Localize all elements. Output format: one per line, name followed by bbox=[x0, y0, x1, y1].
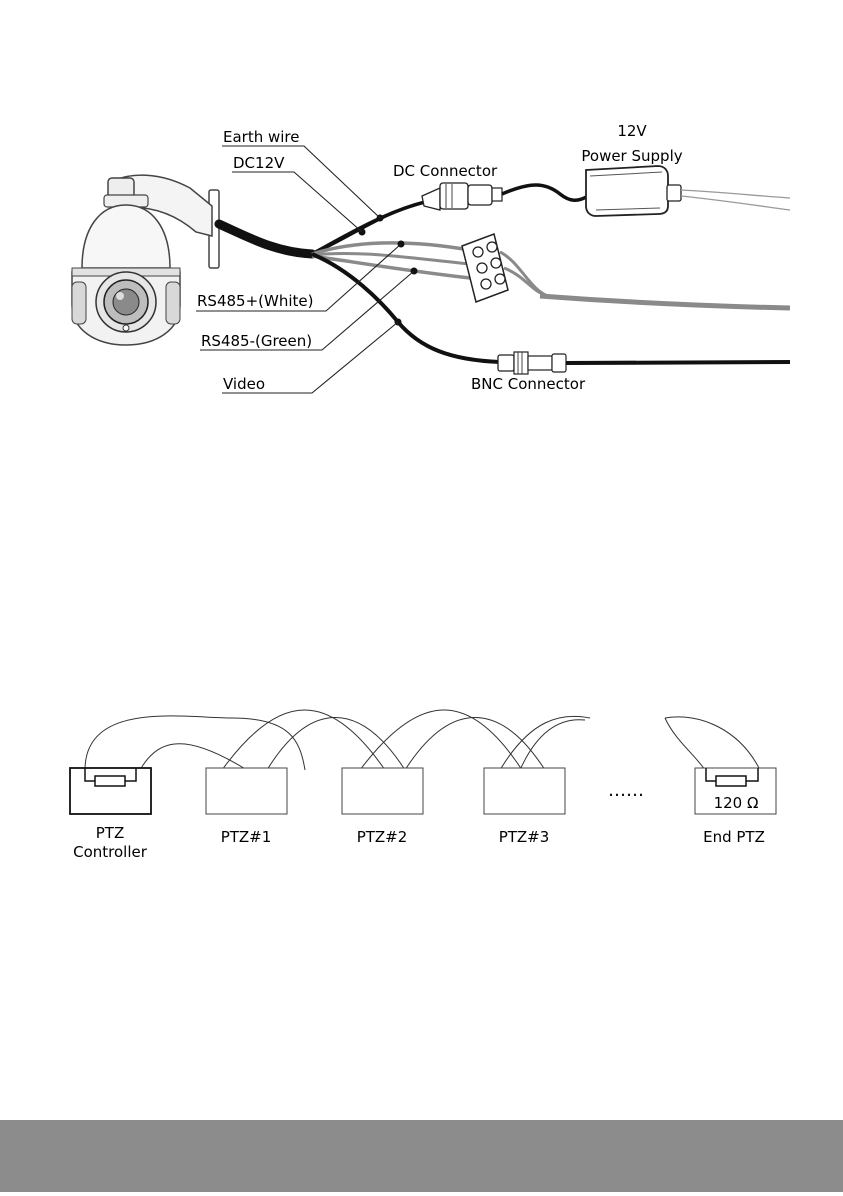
rs485-output-cable bbox=[540, 296, 790, 308]
wiring-diagram: Earth wire DC12V DC Connector 12V Power … bbox=[72, 122, 790, 393]
ptz-node-1-box bbox=[206, 768, 287, 814]
controller-label-line2: Controller bbox=[73, 843, 148, 861]
power-supply-label: Power Supply bbox=[581, 147, 682, 165]
video-label: Video bbox=[223, 375, 265, 393]
dc-connector bbox=[422, 183, 502, 210]
dc12v-cable bbox=[312, 202, 425, 254]
main-cable-bundle bbox=[219, 224, 312, 254]
earth-wire-label: Earth wire bbox=[223, 128, 300, 146]
resistor-value-label: 120 Ω bbox=[714, 794, 759, 812]
controller-label-line1: PTZ bbox=[96, 824, 124, 842]
dc-connector-label: DC Connector bbox=[393, 162, 498, 180]
ptz-node-3-label: PTZ#3 bbox=[499, 828, 550, 846]
page-footer-band bbox=[0, 1120, 843, 1192]
power-supply-voltage-label: 12V bbox=[617, 122, 647, 140]
rs485-plus-label: RS485+(White) bbox=[197, 292, 313, 310]
dc12v-leader bbox=[232, 172, 362, 232]
rs485-chain-diagram: …… 120 Ω PTZ Controller PTZ#1 PTZ#2 PTZ#… bbox=[70, 710, 776, 861]
bnc-output-cable bbox=[566, 362, 790, 363]
rs485-terminal-block bbox=[462, 234, 508, 302]
bnc-connector-label: BNC Connector bbox=[471, 375, 586, 393]
end-ptz-label: End PTZ bbox=[703, 828, 765, 846]
ptz-controller-box bbox=[70, 768, 151, 814]
ptz-node-1-label: PTZ#1 bbox=[221, 828, 272, 846]
mains-cable bbox=[681, 190, 790, 198]
dc-power-cable bbox=[502, 185, 588, 200]
ptz-node-2-box bbox=[342, 768, 423, 814]
chain-ellipsis: …… bbox=[608, 780, 644, 801]
ptz-camera-illustration bbox=[72, 175, 219, 345]
ptz-node-3-box bbox=[484, 768, 565, 814]
rs485-chain-wiring bbox=[85, 710, 760, 770]
rs485-minus-label: RS485-(Green) bbox=[201, 332, 312, 350]
power-supply-adapter bbox=[586, 166, 681, 216]
bnc-connector bbox=[498, 352, 566, 374]
dc12v-label: DC12V bbox=[233, 154, 285, 172]
ptz-node-2-label: PTZ#2 bbox=[357, 828, 408, 846]
